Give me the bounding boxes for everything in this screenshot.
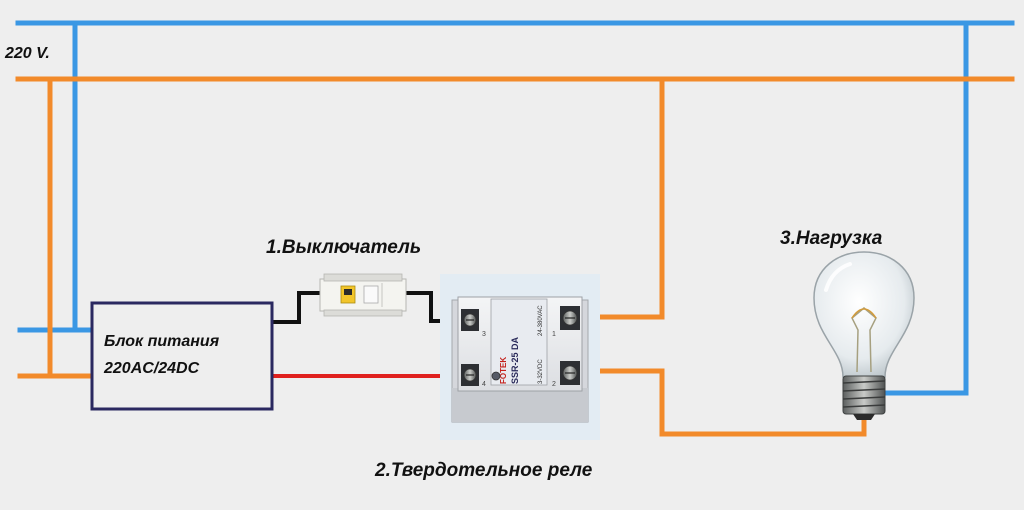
- psu-frame: [90, 301, 274, 411]
- psu-label-line2: 220AC/24DC: [103, 360, 200, 377]
- relay-output-rating: 24-380VAC: [538, 305, 544, 336]
- relay-label-sticker: [490, 298, 548, 386]
- voltage-label: 220 V.: [4, 45, 50, 62]
- neutral-wire-to-lamp: [881, 20, 969, 396]
- relay-terminal-label-3: 3: [482, 331, 486, 338]
- solid-state-relay-icon: FOTEK SSR-25 DA 24-380VAC 3-32VDC 1: [440, 274, 600, 440]
- relay-model: SSR-25 DA: [510, 336, 520, 384]
- relay-brand: FOTEK: [499, 357, 508, 384]
- relay-label: 2.Твердотельное реле: [374, 460, 593, 481]
- relay-terminal-label-4: 4: [482, 381, 486, 388]
- relay-terminal-1: [560, 306, 580, 330]
- relay-input-rating: 3-32VDC: [538, 359, 544, 384]
- switch-label: 1.Выключатель: [266, 237, 421, 258]
- circuit-breaker-icon: [319, 273, 407, 317]
- neutral-wires: [15, 20, 1015, 396]
- relay-terminal-label-2: 2: [552, 381, 556, 388]
- bulb-filament: [851, 307, 877, 373]
- bulb-glass: [813, 251, 915, 378]
- phase-wires: [15, 76, 1015, 437]
- relay-terminal-2: [560, 361, 580, 385]
- relay-terminal-3: [461, 309, 479, 331]
- phase-wire-to-relay: [580, 76, 665, 320]
- relay-terminal-4: [461, 364, 479, 386]
- power-supply-box: Блок питания 220AC/24DC: [90, 301, 274, 411]
- relay-indicator-led: [491, 371, 501, 381]
- load-label: 3.Нагрузка: [780, 228, 883, 249]
- psu-label-line1: Блок питания: [104, 333, 220, 350]
- relay-to-lamp-wire: [580, 368, 867, 437]
- bulb-screw-base: [842, 375, 886, 420]
- light-bulb-icon: [813, 251, 915, 420]
- relay-terminal-label-1: 1: [552, 331, 556, 338]
